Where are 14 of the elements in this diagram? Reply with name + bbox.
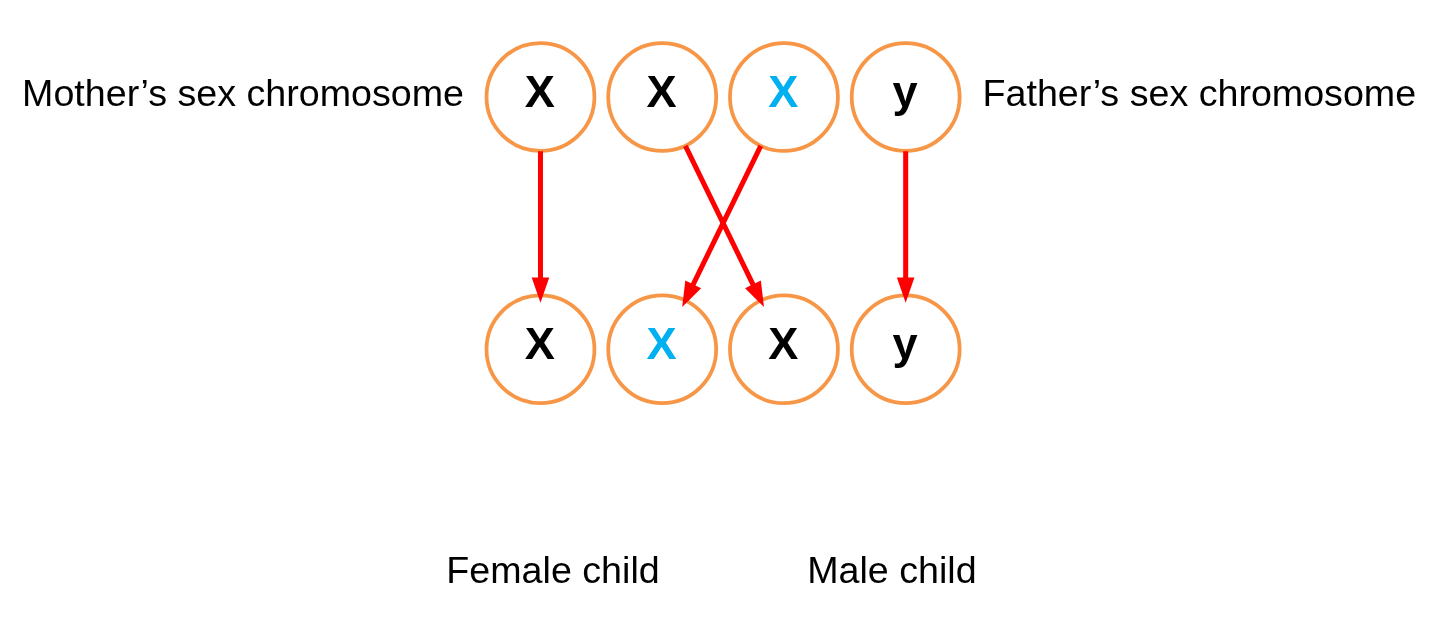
label: Female child (446, 548, 660, 591)
arrow (896, 151, 915, 303)
arrow (531, 151, 550, 303)
label: Father’s sex chromosome (982, 72, 1417, 115)
node-circle: X (606, 293, 719, 406)
label: Mother’s sex chromosome (22, 72, 465, 115)
node-circle: X (484, 293, 597, 406)
label: Male child (807, 548, 977, 591)
node-circle: X (728, 41, 840, 153)
node-circle: y (849, 41, 962, 153)
node-circle: X (606, 41, 719, 153)
node-circle: y (849, 293, 962, 406)
node-circle: X (484, 41, 597, 153)
node-circle: X (728, 293, 840, 406)
